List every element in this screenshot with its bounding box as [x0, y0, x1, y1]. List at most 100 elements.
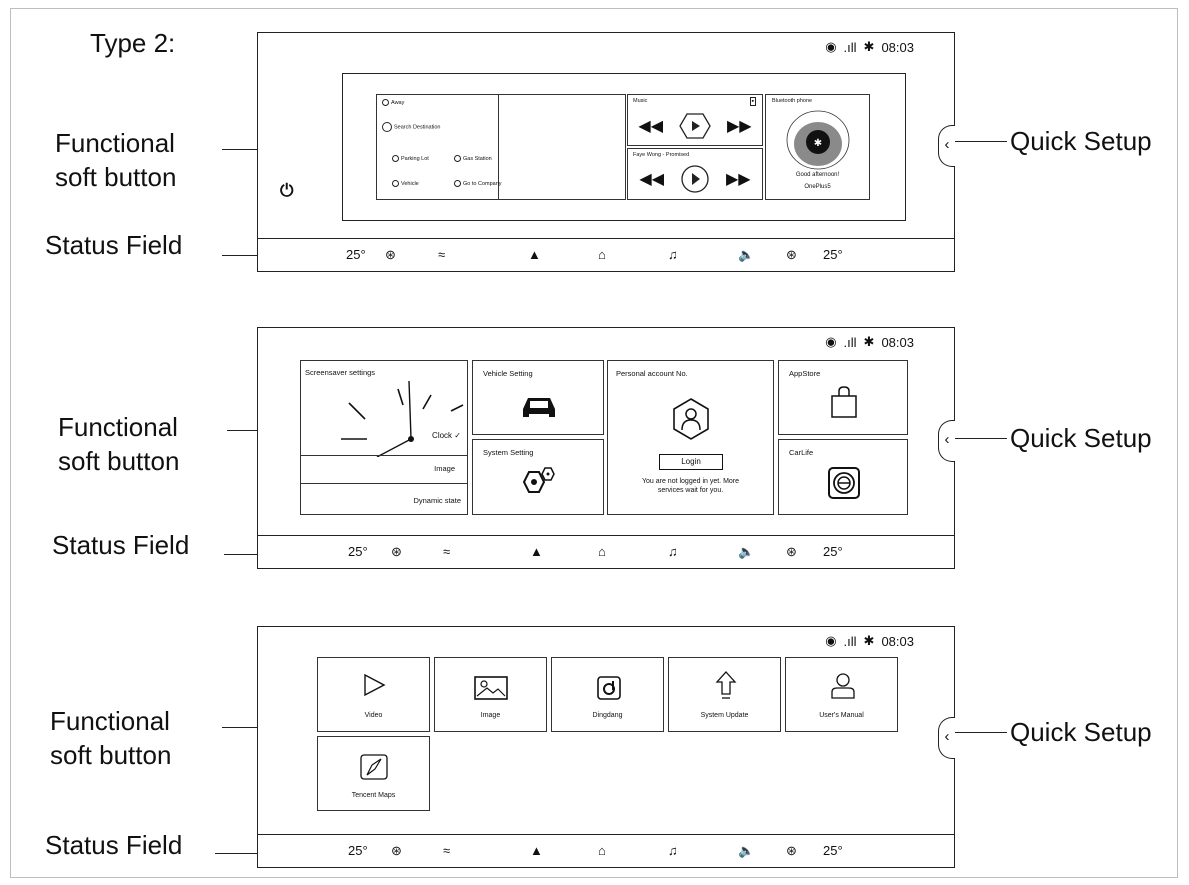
nav-widget[interactable]: Away Search Destination Parking Lot Gas …: [376, 94, 626, 200]
car-icon: [523, 398, 555, 417]
account-title: Personal account No.: [616, 369, 688, 378]
quick-setup-tab[interactable]: ‹: [938, 717, 955, 759]
fan-left-icon[interactable]: ⊛: [391, 843, 402, 858]
system-setting-tile[interactable]: System Setting: [472, 439, 604, 515]
clock-time: 08:03: [881, 334, 914, 350]
app-dingdang[interactable]: Dingdang: [551, 657, 664, 732]
nav-opt-gas[interactable]: Gas Station: [463, 155, 492, 162]
bluetooth-icon: ✱: [863, 633, 875, 648]
status-bar: 25° ⊛ ≈ ▲ ⌂ ♫ 🔈 ⊛ 25°: [258, 238, 954, 271]
temp-left[interactable]: 25°: [348, 843, 368, 858]
system-setting-label: System Setting: [483, 448, 534, 457]
leader-status-1: [222, 255, 260, 256]
app-users-manual[interactable]: User's Manual: [785, 657, 898, 732]
compass-icon: [360, 754, 388, 780]
nav-opt-parking[interactable]: Parking Lot: [401, 155, 429, 162]
volume-icon[interactable]: 🔈: [738, 247, 755, 262]
app-system-update-label: System Update: [700, 712, 749, 719]
callout-quick-1: Quick Setup: [1010, 126, 1152, 156]
navigation-icon[interactable]: ▲: [530, 544, 543, 559]
music-source-icon: ▪: [749, 97, 756, 106]
screensaver-opt-image[interactable]: Image: [301, 455, 467, 484]
play-hex-icon[interactable]: [679, 113, 711, 139]
nav-opt-vehicle[interactable]: Vehicle: [401, 180, 419, 187]
callout-status-2: Status Field: [52, 530, 190, 560]
fast-forward-icon[interactable]: ▶▶: [727, 118, 752, 135]
bluetooth-icon: ✱: [863, 334, 875, 349]
callout-functional-1b: soft button: [55, 162, 177, 192]
home-icon[interactable]: ⌂: [598, 843, 606, 858]
app-image[interactable]: Image: [434, 657, 547, 732]
play-circle-icon[interactable]: [680, 164, 710, 194]
music-track: Faye Wong - Promised: [633, 152, 690, 158]
bt-device: OnePlus5: [804, 184, 831, 190]
widget-panel: Away Search Destination Parking Lot Gas …: [342, 73, 906, 221]
vehicle-setting-tile[interactable]: Vehicle Setting: [472, 360, 604, 435]
callout-functional-2b: soft button: [58, 446, 180, 476]
rewind-icon[interactable]: ◀◀: [638, 118, 663, 135]
carlife-label: CarLife: [789, 448, 814, 457]
nav-opt-company[interactable]: Go to Company: [463, 180, 502, 187]
temp-left[interactable]: 25°: [346, 247, 366, 262]
screensaver-opt-clock[interactable]: Clock ✓: [432, 431, 461, 440]
temp-right[interactable]: 25°: [823, 843, 843, 858]
power-icon[interactable]: ⏻: [280, 181, 294, 200]
volume-icon[interactable]: 🔈: [738, 843, 755, 858]
account-tile[interactable]: Personal account No. Login You are not l…: [607, 360, 774, 515]
volume-icon[interactable]: 🔈: [738, 544, 755, 559]
gps-icon: ◉: [825, 39, 837, 54]
status-bar: 25° ⊛ ≈ ▲ ⌂ ♫ 🔈 ⊛ 25°: [258, 834, 954, 867]
music-widget-bottom[interactable]: Faye Wong - Promised ◀◀ ▶▶: [627, 148, 763, 200]
app-system-update[interactable]: System Update: [668, 657, 781, 732]
screen-1: ◉ .ıll ✱ 08:03 ⏻ ‹ Away Search Destinati…: [257, 32, 955, 272]
music-note-icon[interactable]: ♫: [668, 247, 678, 262]
defrost-icon[interactable]: ≈: [443, 544, 451, 559]
appstore-tile[interactable]: AppStore: [778, 360, 908, 435]
screen-3: ◉ .ıll ✱ 08:03 ‹ Video Image Dingdang Sy…: [257, 626, 955, 868]
defrost-icon[interactable]: ≈: [438, 247, 446, 262]
fan-left-icon[interactable]: ⊛: [385, 247, 396, 262]
temp-left[interactable]: 25°: [348, 544, 368, 559]
login-button[interactable]: Login: [659, 454, 723, 470]
fast-forward-icon[interactable]: ▶▶: [726, 171, 751, 188]
app-tencent-maps[interactable]: Tencent Maps: [317, 736, 430, 811]
home-icon[interactable]: ⌂: [598, 544, 606, 559]
music-widget-top[interactable]: Music ▪ ◀◀ ▶▶: [627, 94, 763, 146]
bluetooth-widget[interactable]: Bluetooth phone ✱ Good afternoon! OnePlu…: [765, 94, 870, 200]
nav-search[interactable]: Search Destination: [394, 124, 441, 131]
appstore-label: AppStore: [789, 369, 821, 378]
bluetooth-icon: ✱: [863, 39, 875, 54]
callout-functional-3b: soft button: [50, 740, 172, 770]
callout-status-1: Status Field: [45, 230, 183, 260]
leader-quick-1: [955, 141, 1007, 142]
callout-status-3: Status Field: [45, 830, 183, 860]
home-icon[interactable]: ⌂: [598, 247, 606, 262]
temp-right[interactable]: 25°: [823, 544, 843, 559]
music-note-icon[interactable]: ♫: [668, 843, 678, 858]
navigation-icon[interactable]: ▲: [528, 247, 541, 262]
signal-icon: .ıll: [843, 633, 857, 649]
fan-right-icon[interactable]: ⊛: [786, 843, 797, 858]
app-users-manual-label: User's Manual: [819, 712, 864, 719]
fan-right-icon[interactable]: ⊛: [786, 544, 797, 559]
music-note-icon[interactable]: ♫: [668, 544, 678, 559]
nav-left: Away Search Destination Parking Lot Gas …: [377, 95, 502, 199]
app-video-label: Video: [364, 712, 383, 719]
temp-right[interactable]: 25°: [823, 247, 843, 262]
navigation-icon[interactable]: ▲: [530, 843, 543, 858]
screensaver-title: Screensaver settings: [305, 368, 376, 377]
screensaver-opt-dynamic[interactable]: Dynamic state: [301, 483, 467, 515]
quick-setup-tab[interactable]: ‹: [938, 420, 955, 462]
clock-time: 08:03: [881, 39, 914, 55]
fan-right-icon[interactable]: ⊛: [786, 247, 797, 262]
defrost-icon[interactable]: ≈: [443, 843, 451, 858]
clock-time: 08:03: [881, 633, 914, 649]
app-video[interactable]: Video: [317, 657, 430, 732]
rewind-icon[interactable]: ◀◀: [639, 171, 664, 188]
fan-left-icon[interactable]: ⊛: [391, 544, 402, 559]
screensaver-tile[interactable]: Screensaver settings Clock ✓ Image Dynam…: [300, 360, 468, 515]
leader-status-3: [215, 853, 260, 854]
page-frame: [10, 8, 1178, 878]
quick-setup-tab[interactable]: ‹: [938, 125, 955, 167]
carlife-tile[interactable]: CarLife: [778, 439, 908, 515]
